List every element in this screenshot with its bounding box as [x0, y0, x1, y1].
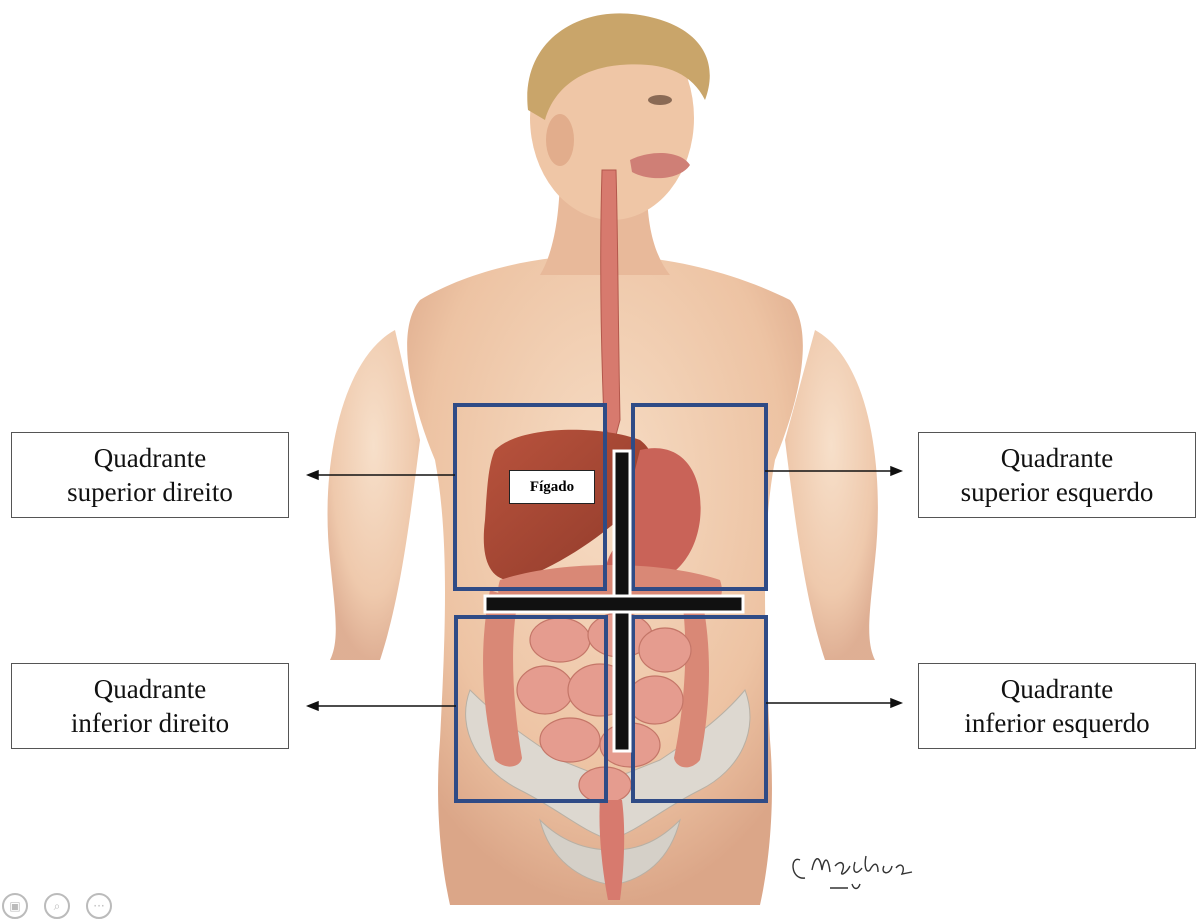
- eye: [648, 95, 672, 105]
- label-upper-right-quadrant: Quadrante superior direito: [11, 432, 289, 518]
- label-lower-right-quadrant: Quadrante inferior direito: [11, 663, 289, 749]
- arrow-head-lower-left: [891, 699, 901, 707]
- label-lower-left-quadrant: Quadrante inferior esquerdo: [918, 663, 1196, 749]
- label-lower-left-line1: Quadrante: [964, 672, 1149, 706]
- horizontal-divider: [485, 596, 743, 612]
- more-icon[interactable]: ···: [86, 893, 112, 919]
- arrow-head-upper-right: [308, 471, 318, 479]
- slideshow-icon[interactable]: ▣: [2, 893, 28, 919]
- left-arm: [328, 330, 420, 660]
- arrow-head-lower-right: [308, 702, 318, 710]
- label-lower-right-line1: Quadrante: [71, 672, 229, 706]
- zoom-icon[interactable]: ⌕: [44, 893, 70, 919]
- label-upper-left-line1: Quadrante: [961, 441, 1154, 475]
- label-lower-left-line2: inferior esquerdo: [964, 706, 1149, 740]
- artist-signature: [793, 856, 912, 889]
- label-upper-left-line2: superior esquerdo: [961, 475, 1154, 509]
- liver-label: Fígado: [509, 470, 595, 504]
- label-upper-right-line2: superior direito: [67, 475, 233, 509]
- ear: [546, 114, 574, 166]
- label-lower-right-line2: inferior direito: [71, 706, 229, 740]
- label-upper-right-line1: Quadrante: [67, 441, 233, 475]
- arrow-head-upper-left: [891, 467, 901, 475]
- label-upper-left-quadrant: Quadrante superior esquerdo: [918, 432, 1196, 518]
